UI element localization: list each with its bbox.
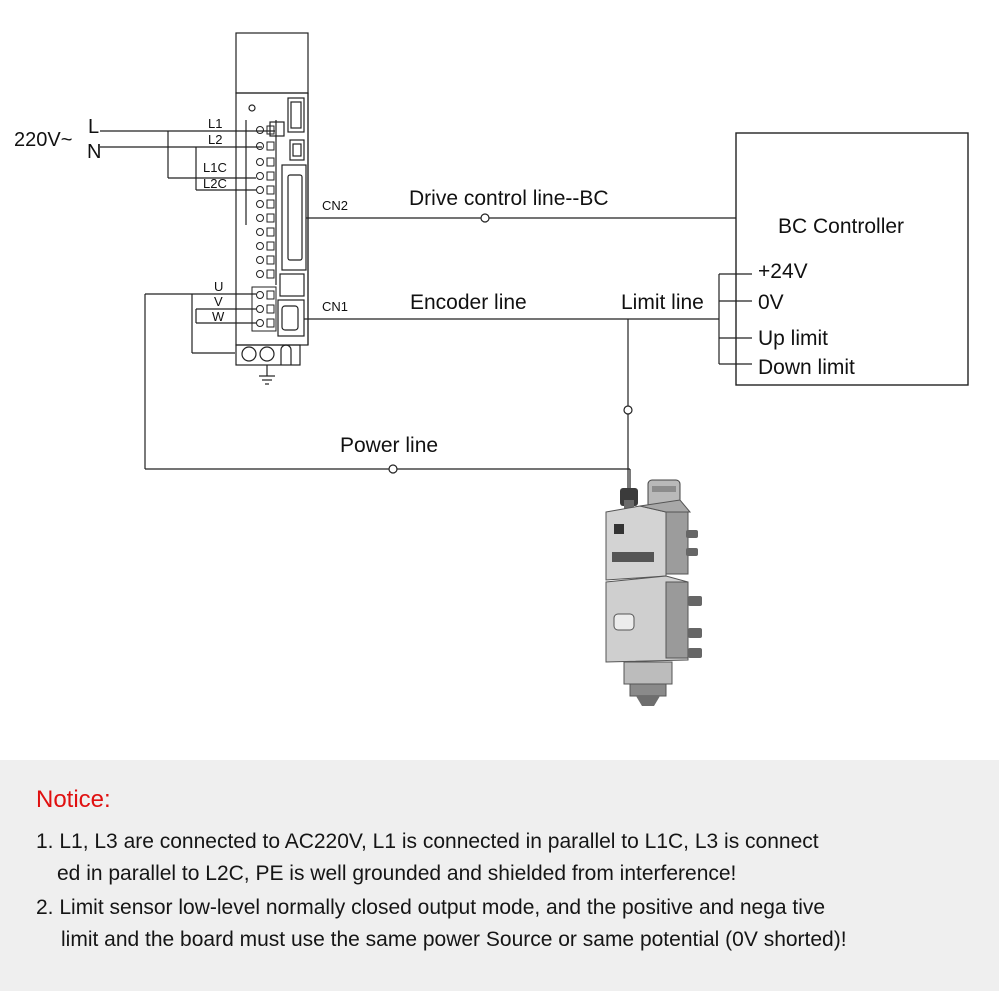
terminal-l1-label: L1 [208,116,222,131]
laser-cutting-head [605,479,702,706]
limit-line-label: Limit line [621,291,704,314]
cn1-label: CN1 [322,299,348,314]
terminal-u-label: U [214,279,223,294]
notice-item-2-line-2: limit and the board must use the same po… [61,928,847,951]
wiring-diagram: 220V~ L N L1 L2 L1C L2C U V W CN2 Drive … [14,32,969,706]
cn2-label: CN2 [322,198,348,213]
controller-signal-24v: +24V [758,260,808,283]
power-line-marker [388,464,398,474]
supply-live-label: L [88,116,99,138]
supply-voltage-label: 220V~ [14,129,72,151]
controller-signal-0v: 0V [758,291,784,314]
terminal-block-upper [256,125,275,279]
servo-driver [235,32,309,385]
terminal-v-label: V [214,294,223,309]
power-line-label: Power line [340,434,438,457]
notice-item-2: 2. Limit sensor low-level normally close… [36,892,847,956]
drive-control-line [306,213,736,223]
bc-controller-box [735,132,969,386]
terminal-l1c-label: L1C [203,160,227,175]
controller-signal-down-limit: Down limit [758,356,855,379]
motor-power-wiring [144,293,630,470]
terminal-l2c-label: L2C [203,176,227,191]
notice-title: Notice: [36,786,111,813]
terminal-w-label: W [212,309,225,324]
notice-item-2-line-1: 2. Limit sensor low-level normally close… [36,896,826,919]
terminal-l2-label: L2 [208,132,222,147]
notice-item-1-line-1: 1. L1, L3 are connected to AC220V, L1 is… [36,830,819,853]
notice-item-1: 1. L1, L3 are connected to AC220V, L1 is… [36,826,819,890]
bc-controller-title: BC Controller [778,215,904,238]
supply-wiring [100,121,285,191]
drive-control-line-label: Drive control line--BC [409,187,609,210]
supply-neutral-label: N [87,141,101,163]
controller-signal-up-limit: Up limit [758,327,828,350]
notice-item-1-line-2: ed in parallel to L2C, PE is well ground… [57,862,737,885]
encoder-line-label: Encoder line [410,291,527,314]
notice-panel: Notice: 1. L1, L3 are connected to AC220… [0,760,999,991]
